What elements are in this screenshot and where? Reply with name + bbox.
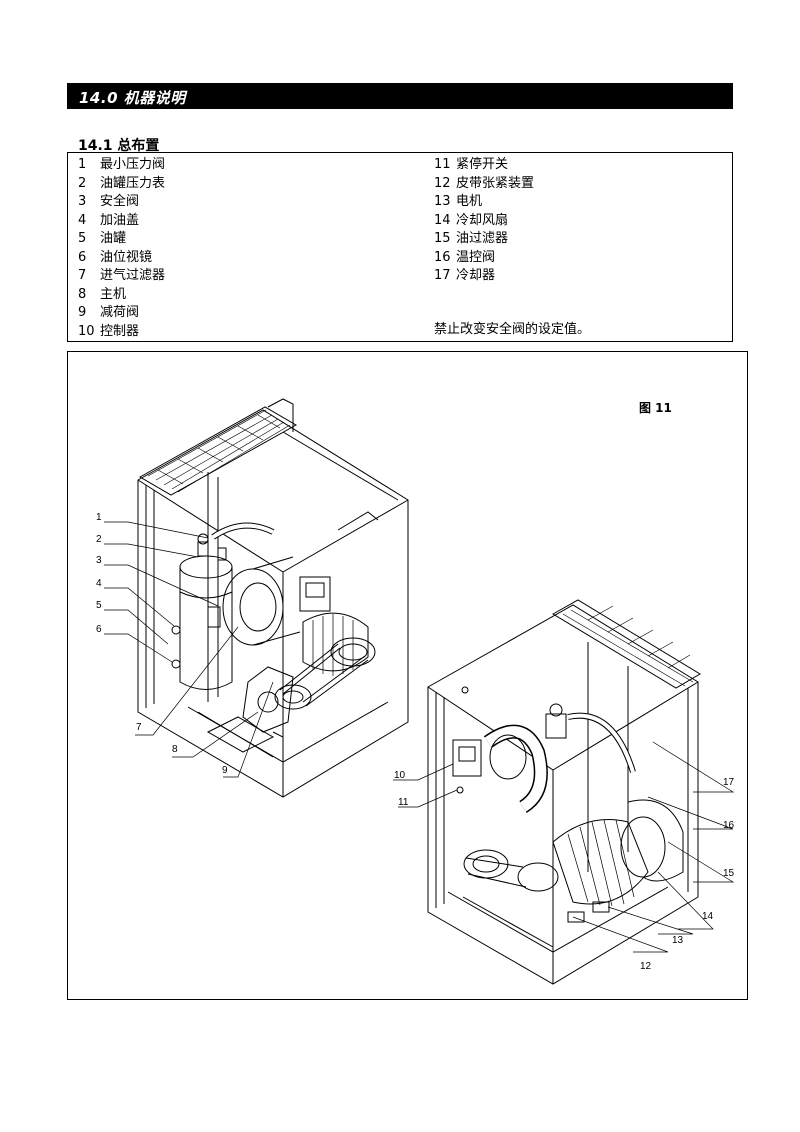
part-item: 2 油罐压力表 — [78, 175, 165, 194]
part-name: 温控阀 — [456, 249, 496, 265]
left-callout-leaders — [104, 521, 274, 778]
part-name: 油过滤器 — [456, 231, 509, 246]
part-number: 11 — [434, 157, 451, 172]
callout-14: 14 — [702, 911, 714, 922]
left-callout-numbers: 1 2 3 4 5 6 7 8 9 — [96, 512, 228, 776]
safety-note: 禁止改变安全阀的设定值。 — [434, 322, 591, 337]
callout-6: 6 — [96, 624, 102, 635]
part-name: 冷却风扇 — [456, 212, 509, 228]
part-number: 9 — [78, 305, 87, 320]
callout-9: 9 — [222, 765, 228, 776]
part-name: 最小压力阀 — [100, 157, 166, 172]
part-item: 13 电机 — [434, 193, 534, 212]
part-number: 8 — [78, 286, 87, 302]
part-name: 进气过滤器 — [100, 268, 166, 283]
right-callout-leaders — [393, 741, 735, 953]
callout-2: 2 — [96, 534, 102, 545]
part-name: 油位视镜 — [100, 249, 153, 265]
part-name: 电机 — [456, 194, 483, 209]
callout-11: 11 — [398, 797, 409, 808]
callout-16: 16 — [723, 820, 735, 831]
left-machine-drawing — [137, 398, 409, 798]
part-item: 3 安全阀 — [78, 193, 165, 212]
callout-5: 5 — [96, 600, 102, 611]
part-item: 1 最小压力阀 — [78, 156, 165, 175]
part-name: 油罐压力表 — [100, 175, 166, 191]
part-number: 7 — [78, 268, 87, 283]
part-name: 减荷阀 — [100, 305, 140, 320]
part-number: 10 — [78, 323, 95, 339]
callout-17: 17 — [723, 777, 735, 788]
part-name: 皮带张紧装置 — [456, 175, 535, 191]
callout-7: 7 — [136, 722, 142, 733]
section-header-bar: 14.0 机器说明 — [67, 83, 733, 109]
callout-3: 3 — [96, 555, 102, 566]
part-item: 7 进气过滤器 — [78, 267, 165, 286]
part-item: 17 冷却器 — [434, 267, 534, 286]
part-name: 安全阀 — [100, 194, 140, 209]
callout-10: 10 — [394, 770, 406, 781]
part-item: 14 冷却风扇 — [434, 212, 534, 231]
part-item: 10 控制器 — [78, 323, 165, 342]
part-name: 冷却器 — [456, 268, 496, 283]
part-item: 4 加油盖 — [78, 212, 165, 231]
parts-list-left-column: 1 最小压力阀 2 油罐压力表 3 安全阀 4 加油盖 5 油罐 6 油位视镜 7 进气过滤器… — [78, 156, 165, 341]
part-number: 15 — [434, 231, 451, 246]
part-item: 8 主机 — [78, 286, 165, 305]
part-number: 14 — [434, 212, 451, 228]
subsection-title: 14.1 总布置 — [78, 138, 160, 154]
part-number: 13 — [434, 194, 451, 209]
part-item: 5 油罐 — [78, 230, 165, 249]
part-number: 1 — [78, 157, 87, 172]
part-number: 6 — [78, 249, 87, 265]
right-callout-numbers: 10 11 12 13 14 15 16 17 — [394, 770, 735, 972]
callout-1: 1 — [96, 512, 102, 523]
part-item: 12 皮带张紧装置 — [434, 175, 534, 194]
part-item: 15 油过滤器 — [434, 230, 534, 249]
part-item: 16 温控阀 — [434, 249, 534, 268]
figure-label: 图 11 — [639, 401, 672, 415]
section-title: 14.0 机器说明 — [79, 89, 186, 107]
compressor-illustration: 1 2 3 4 5 6 7 8 9 — [96, 398, 735, 985]
part-name: 主机 — [100, 286, 127, 302]
callout-13: 13 — [672, 935, 684, 946]
part-number: 12 — [434, 175, 451, 191]
part-item: 9 减荷阀 — [78, 304, 165, 323]
part-number: 2 — [78, 175, 87, 191]
part-number: 5 — [78, 231, 87, 246]
part-number: 17 — [434, 268, 451, 283]
part-item: 11 紧停开关 — [434, 156, 534, 175]
callout-8: 8 — [172, 744, 178, 755]
part-number: 16 — [434, 249, 451, 265]
part-name: 紧停开关 — [456, 157, 509, 172]
right-machine-drawing — [427, 599, 701, 985]
callout-15: 15 — [723, 868, 735, 879]
callout-4: 4 — [96, 578, 102, 589]
figure-frame: 图 11 — [67, 351, 748, 1000]
part-number: 3 — [78, 194, 87, 209]
part-number: 4 — [78, 212, 87, 228]
part-name: 加油盖 — [100, 212, 140, 228]
parts-list-right-column: 11 紧停开关 12 皮带张紧装置 13 电机 14 冷却风扇 15 油过滤器 16 温控阀… — [434, 156, 534, 286]
part-name: 油罐 — [100, 231, 127, 246]
part-item: 6 油位视镜 — [78, 249, 165, 268]
part-name: 控制器 — [100, 323, 140, 339]
parts-list-table: 1 最小压力阀 2 油罐压力表 3 安全阀 4 加油盖 5 油罐 6 油位视镜 7 进气过滤器… — [67, 152, 733, 342]
callout-12: 12 — [640, 961, 652, 972]
